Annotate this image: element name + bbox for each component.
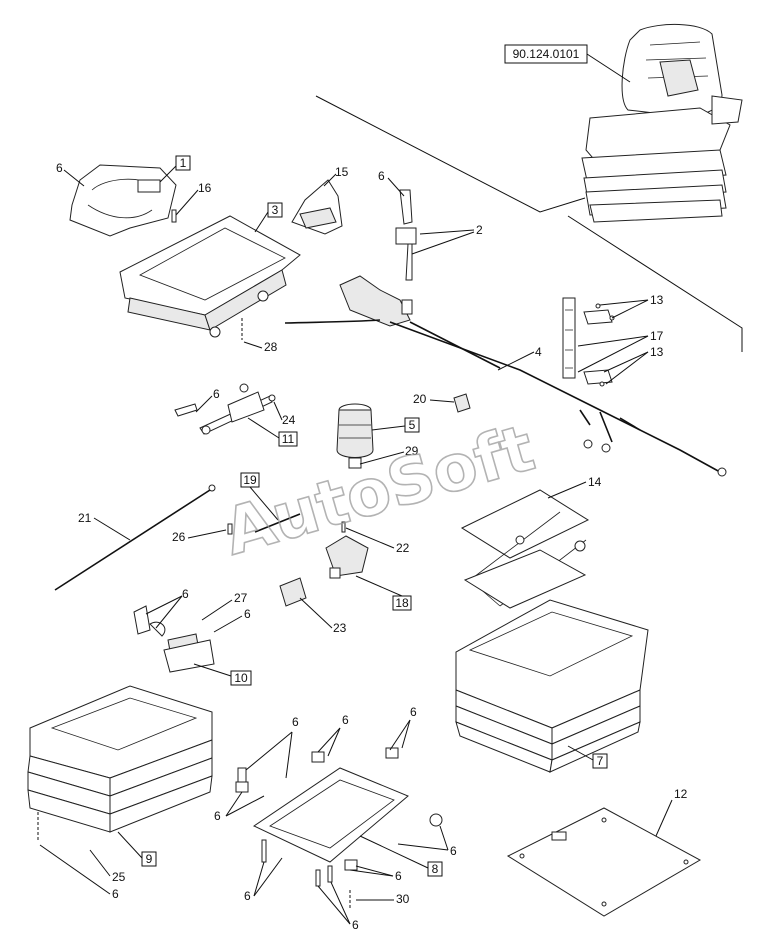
callout-number-6: 6: [292, 715, 299, 729]
callout-number-15: 15: [335, 165, 349, 179]
top-plate-part-1: [69, 164, 177, 237]
callout-number-6: 6: [395, 869, 402, 883]
callout-number-27: 27: [234, 591, 248, 605]
callout-number-20: 20: [413, 392, 427, 406]
cable-part-21: [54, 489, 211, 591]
callout-number-16: 16: [198, 181, 212, 195]
wiring-harness-part-4: [284, 275, 727, 477]
callout-number-19: 19: [243, 473, 257, 487]
cable-part-19: [254, 513, 301, 533]
callout-number-25: 25: [112, 870, 126, 884]
air-spring-part-5: [336, 403, 374, 469]
component-part-10: [133, 605, 215, 673]
callout-number-12: 12: [674, 787, 688, 801]
callout-number-29: 29: [405, 444, 419, 458]
callout-number-22: 22: [396, 541, 410, 555]
callout-number-17: 17: [650, 329, 664, 343]
callout-number-6: 6: [244, 607, 251, 621]
callout-number-6: 6: [244, 889, 251, 903]
callout-number-24: 24: [282, 413, 296, 427]
callout-number-4: 4: [535, 345, 542, 359]
control-part-18: [325, 535, 369, 579]
callout-number-6: 6: [410, 705, 417, 719]
seat-base-part-7: [455, 599, 649, 773]
callout-number-26: 26: [172, 530, 186, 544]
strap-part-17: [562, 297, 576, 379]
callout-number-1: 1: [180, 156, 187, 170]
callout-number-8: 8: [432, 862, 439, 876]
callout-number-6: 6: [56, 161, 63, 175]
callout-number-6: 6: [182, 587, 189, 601]
callout-number-28: 28: [264, 340, 278, 354]
callout-number-21: 21: [78, 511, 92, 525]
callout-number-18: 18: [395, 596, 409, 610]
scissor-part-14: [460, 489, 590, 609]
callout-number-6: 6: [112, 887, 119, 901]
switch-part-2: [395, 189, 417, 281]
bracket-part-13: [583, 303, 615, 387]
handle-part-23: [279, 577, 307, 607]
callout-number-13: 13: [650, 345, 664, 359]
callout-number-2: 2: [476, 223, 483, 237]
callout-number-6: 6: [378, 169, 385, 183]
callout-number-6: 6: [213, 387, 220, 401]
shaft-set-part-11: [174, 383, 276, 435]
callout-number-6: 6: [214, 809, 221, 823]
callout-number-5: 5: [409, 418, 416, 432]
plate-part-12: [506, 807, 702, 917]
callout-number-30: 30: [396, 892, 410, 906]
seat-assembly: [581, 23, 743, 223]
slide-frame-part-3: [119, 215, 301, 338]
part-number-label: 90.124.0101: [513, 47, 580, 61]
callout-number-10: 10: [234, 671, 248, 685]
callout-number-7: 7: [597, 754, 604, 768]
cover-part-15: [291, 179, 343, 235]
callout-number-6: 6: [352, 918, 359, 932]
callout-number-6: 6: [342, 713, 349, 727]
frame-part-8: [235, 747, 443, 871]
callout-number-3: 3: [272, 203, 279, 217]
callout-number-6: 6: [450, 844, 457, 858]
callout-number-14: 14: [588, 475, 602, 489]
callout-number-11: 11: [282, 432, 295, 446]
bellows-part-9: [27, 685, 213, 833]
callout-number-13: 13: [650, 293, 664, 307]
callout-number-23: 23: [333, 621, 347, 635]
clip-part-20: [453, 393, 471, 413]
callout-number-9: 9: [146, 852, 153, 866]
